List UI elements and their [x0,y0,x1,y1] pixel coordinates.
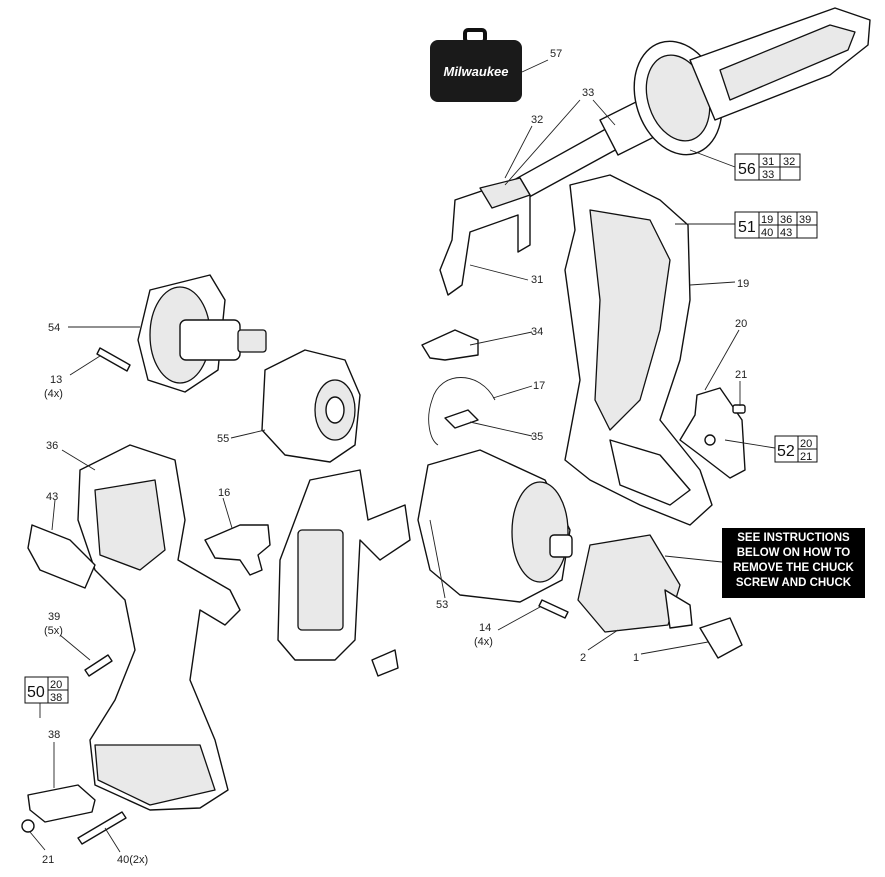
leader-lines [29,59,776,853]
kit-52-item: 20 [800,438,812,450]
kit-56-number: 56 [738,161,756,178]
kit-52-item: 21 [800,451,812,463]
kit-56-item: 31 [762,156,774,168]
callout-57: 57 [550,48,562,60]
callout-1: 1 [633,652,639,664]
callout-31: 31 [531,274,543,286]
callout-36: 36 [46,440,58,452]
callout-38: 38 [48,729,60,741]
kit-51-item: 19 [761,214,773,226]
screw-14-part [538,599,569,619]
note-line: SCREW AND CHUCK [735,577,852,589]
chuck-instructions-note: SEE INSTRUCTIONS BELOW ON HOW TO REMOVE … [722,528,865,598]
callout-16: 16 [218,487,230,499]
chuck-part [577,534,743,659]
kit-51-number: 51 [738,219,756,236]
kit-box-50: 50 20 38 [24,676,69,704]
side-handle-part [484,7,871,215]
kit-50-item: 20 [50,679,62,691]
gearbox-part [417,449,573,603]
kit-51-item: 40 [761,227,773,239]
callout-43: 43 [46,491,58,503]
callout-54: 54 [48,322,60,334]
callout-2: 2 [580,652,586,664]
kit-51-item: 36 [780,214,792,226]
callout-20: 20 [735,318,747,330]
housing-right-part [564,174,713,526]
callout-labels: 57 33 32 31 19 20 21 54 13 (4x) 34 17 35… [42,48,749,866]
callout-19: 19 [737,278,749,290]
callout-13-qty: (4x) [44,388,63,400]
control-assembly-part [277,469,411,677]
callout-17: 17 [533,380,545,392]
kit-50-number: 50 [27,684,45,701]
callout-40: 40(2x) [117,854,148,866]
callout-14-qty: (4x) [474,636,493,648]
callout-35: 35 [531,431,543,443]
kit-box-56: 56 31 32 33 [734,153,801,181]
stator-part [261,349,361,463]
callout-32: 32 [531,114,543,126]
callout-39: 39 [48,611,60,623]
battery-latch-part [21,784,127,845]
milwaukee-logo: Milwaukee [443,64,508,79]
housing-left-part [77,444,241,811]
motor-part [96,274,267,393]
note-line: SEE INSTRUCTIONS [737,532,850,544]
screw-39-part [84,654,113,677]
kit-56-item: 32 [783,156,795,168]
callout-55: 55 [217,433,229,445]
callout-39-qty: (5x) [44,625,63,637]
callout-13: 13 [50,374,62,386]
callout-34: 34 [531,326,543,338]
kit-51-item: 43 [780,227,792,239]
label-part [27,524,96,589]
direction-plate-part [679,387,746,479]
callout-53: 53 [436,599,448,611]
clip-spring-part [421,329,496,446]
carrying-case-icon: Milwaukee [430,28,522,102]
callout-21: 21 [735,369,747,381]
kit-56-item: 33 [762,169,774,181]
handle-clamp-part [439,177,531,296]
kit-box-51: 51 19 36 39 40 43 [734,211,818,239]
callout-14: 14 [479,622,491,634]
kit-box-52: 52 20 21 [774,435,818,463]
kit-51-item: 39 [799,214,811,226]
kit-50-item: 38 [50,692,62,704]
callout-21b: 21 [42,854,54,866]
switch-part [204,524,271,576]
note-line: REMOVE THE CHUCK [733,562,854,574]
kit-52-number: 52 [777,443,795,460]
callout-33: 33 [582,87,594,99]
note-line: BELOW ON HOW TO [736,547,851,559]
